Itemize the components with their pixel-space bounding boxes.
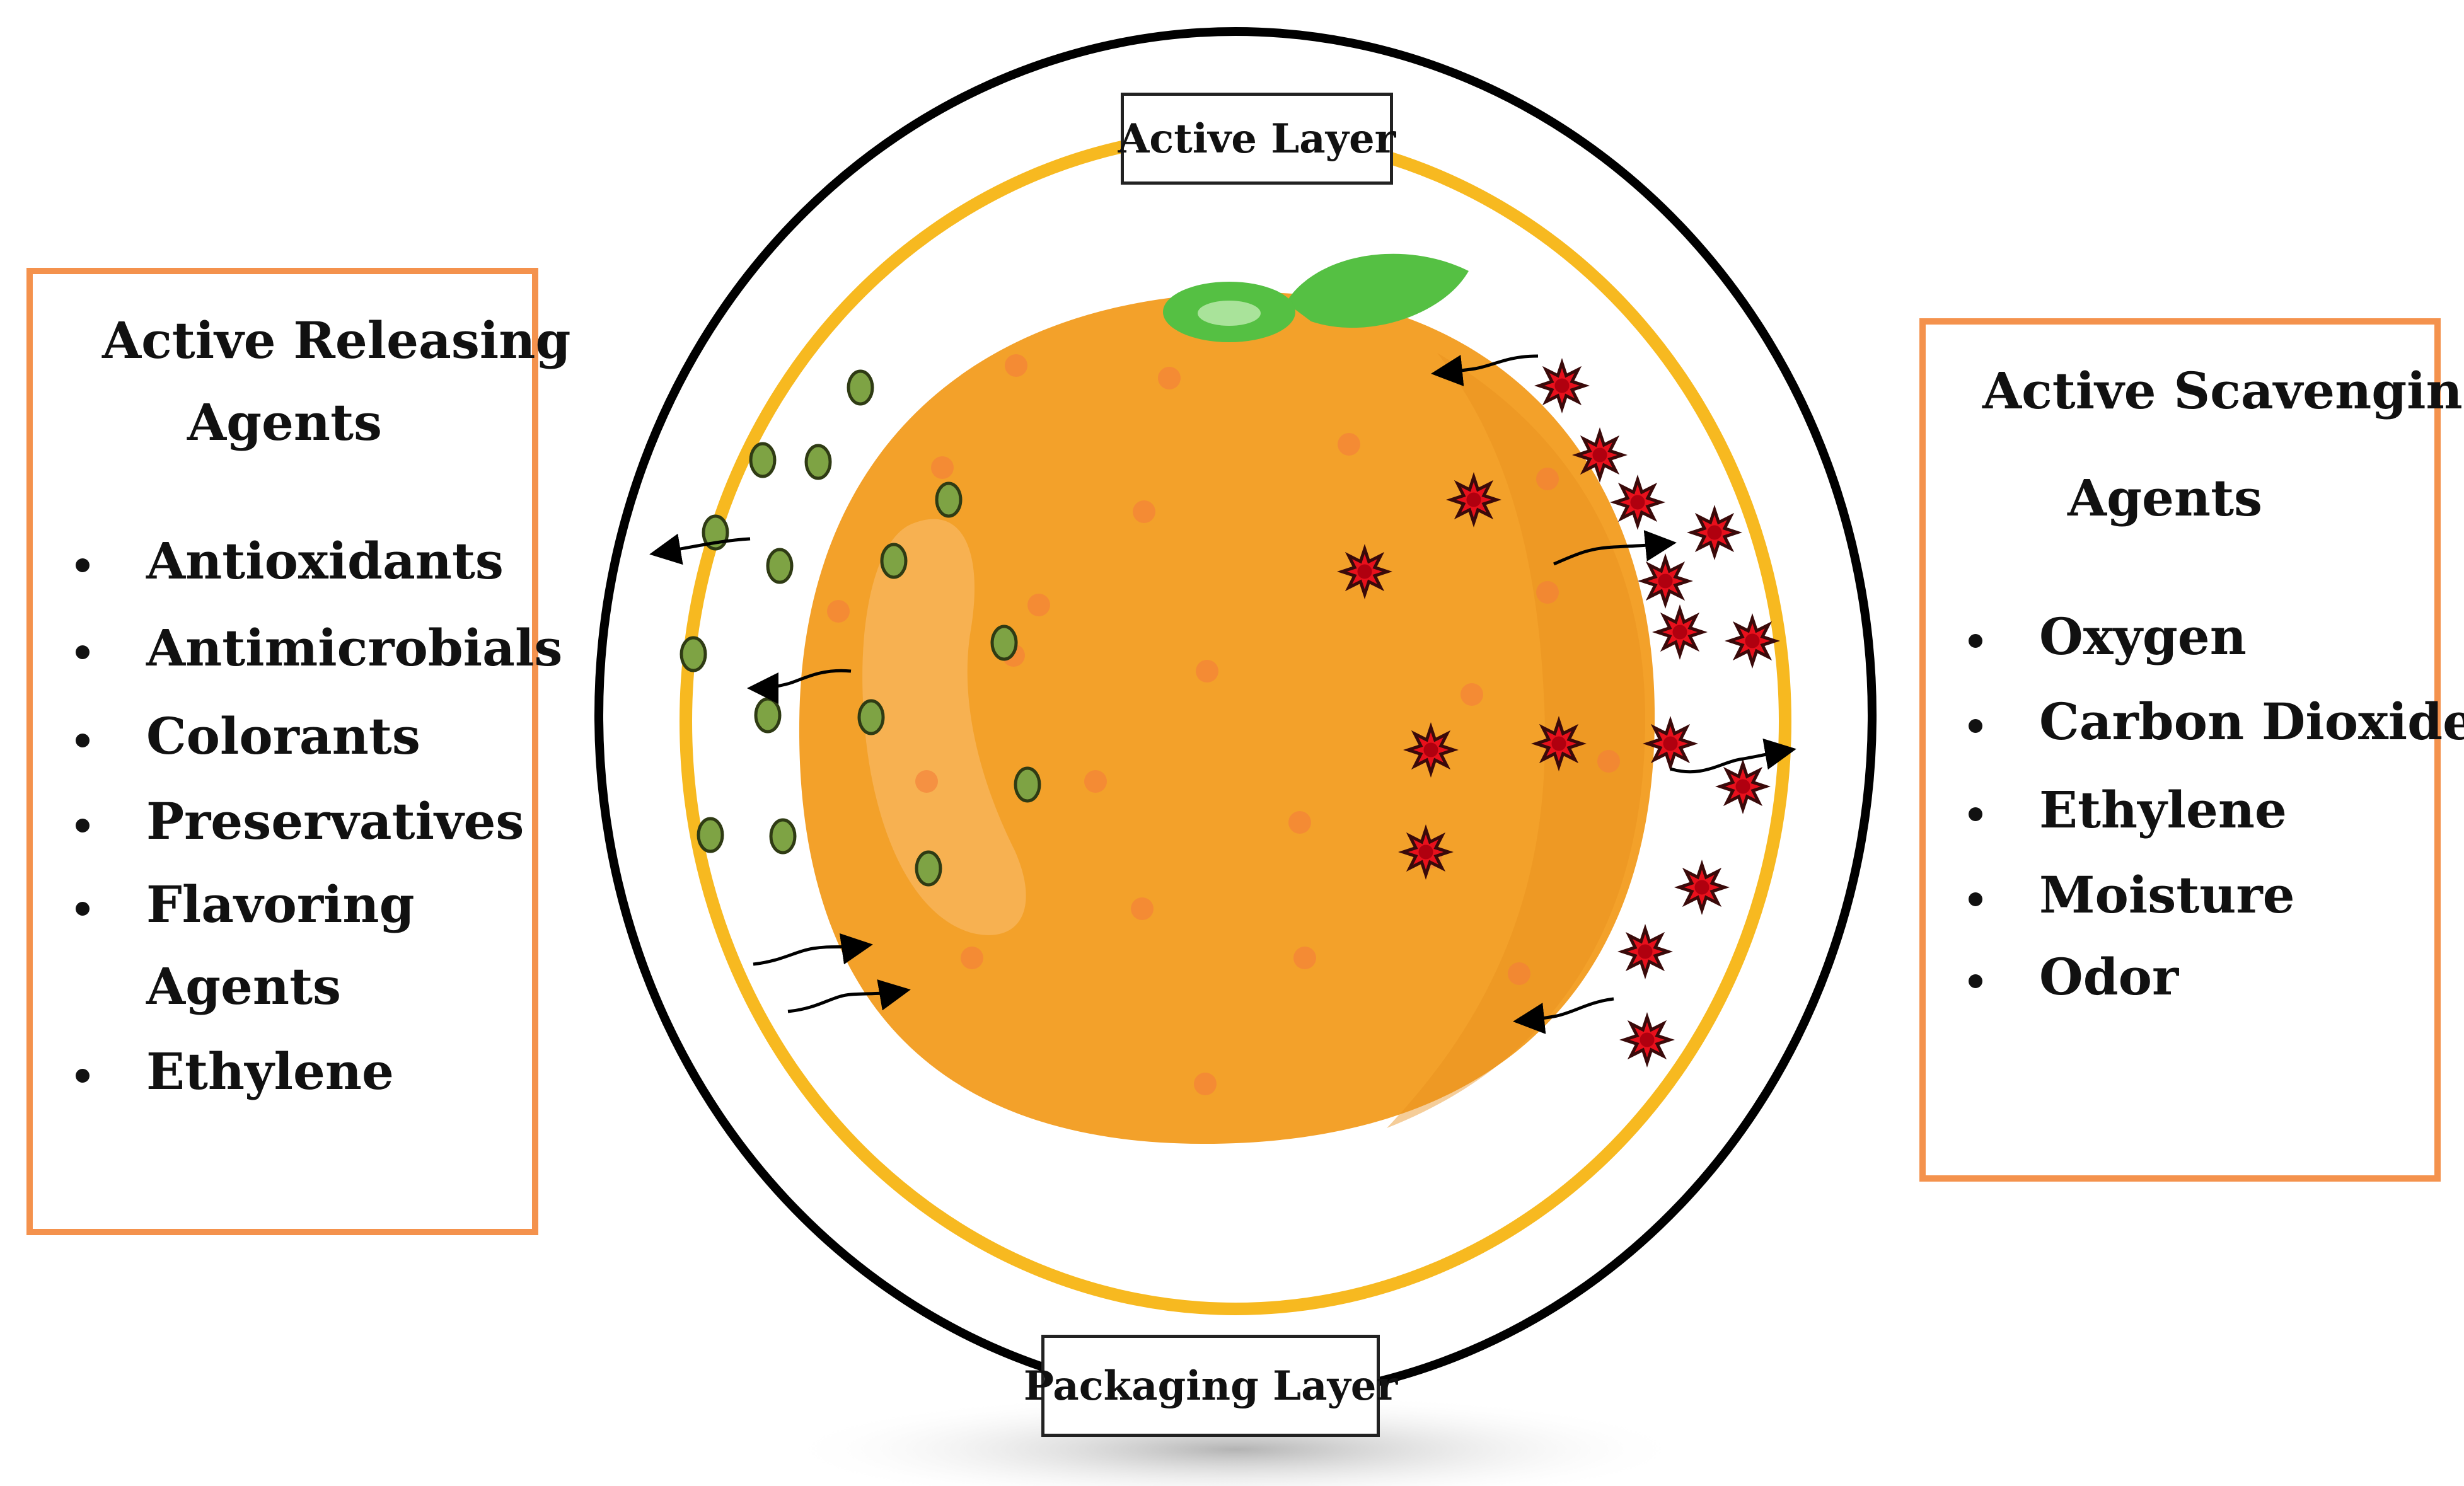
fruit-spot [1005,354,1027,377]
fruit-spot [961,947,983,969]
list-item: Preservatives [75,796,562,879]
scavenging-title-line1: Active Scavenging [1982,361,2464,420]
scavenging-agent-particle [1687,505,1742,560]
packaging-layer-label: Packaging Layer [1024,1335,1397,1437]
list-item: Odor [1968,952,2464,1015]
list-item: Flavoring [75,879,562,961]
scavenging-agent-particle [1725,613,1780,669]
releasing-agent-particle [935,481,963,518]
fruit-body [799,292,1655,1144]
releasing-agent-particle [915,850,942,887]
active-layer-label: Active Layer [1118,93,1396,185]
arrow-scavenge-3 [1670,738,1796,774]
fruit-spot [1508,962,1530,985]
scavenging-agent-particle [1638,553,1693,609]
fruit-spot [1131,897,1154,920]
fruit-spot [1084,770,1107,793]
arrow-release-1 [649,533,751,565]
list-item: Ethylene [75,1046,562,1109]
active-scavenging-agents-panel: Active Scavenging Agents Oxygen Carbon D… [1919,318,2464,1182]
scavenging-agent-particle [1652,604,1708,660]
list-item: Ethylene [1968,785,2464,870]
releasing-agent-particle [880,543,908,579]
scavenging-agent-particle [1572,427,1628,483]
list-item: Moisture [1968,870,2464,952]
releasing-agent-particle [766,548,794,584]
arrow-release-4 [787,979,911,1013]
scavenging-agent-particle [1617,924,1673,979]
releasing-title-line2: Agents [187,393,383,452]
fruit-spot [1288,811,1311,834]
arrow-scavenge-2 [1553,530,1677,566]
scavenging-agent-particle [1337,544,1392,599]
list-item-continuation: Agents [146,957,342,1016]
fruit-spot [931,456,954,479]
stem-base-highlight [1198,301,1261,326]
scavenging-agent-particle [1531,716,1587,771]
fruit-spot [1536,581,1559,604]
releasing-title-line1: Active Releasing [102,311,571,370]
fruit-spot [1338,433,1360,456]
list-item: Oxygen [1968,611,2464,696]
releasing-agent-particle [804,444,832,480]
ground-shadow [782,1393,1689,1486]
list-item: Antioxidants [75,536,562,623]
releasing-agent-particle [990,625,1018,661]
arrow-scavenge-1 [1431,354,1539,386]
releasing-agent-particle [749,442,777,478]
releasing-agent-particle [1014,766,1041,803]
list-item: Antimicrobials [75,623,562,711]
fruit-spot [915,770,938,793]
fruit-spot [1597,750,1620,773]
scavenging-agent-particle [1715,759,1771,814]
list-item: Carbon Dioxide [1968,696,2464,785]
releasing-agent-particle [847,369,874,406]
arrow-release-2 [747,669,852,704]
fruit-spot [1196,660,1218,683]
list-item: Colorants [75,711,562,796]
scavenging-agents-list: Oxygen Carbon Dioxide Ethylene Moisture … [1968,611,2464,1015]
scavenging-agent-particle [1403,722,1459,778]
fruit-spot [1536,468,1559,490]
fruit-spot [1194,1073,1217,1095]
active-releasing-agents-panel: Active Releasing Agents Antioxidants Ant… [26,268,570,1235]
scavenging-agent-particle [1534,358,1590,413]
migration-arrows [649,354,1796,1034]
scavenging-agent-particle [1643,716,1698,771]
releasing-agent-particle [857,699,885,735]
fruit-spot [1158,367,1181,389]
fruit-spot [827,600,850,623]
releasing-agents-list: Antioxidants Antimicrobials Colorants Pr… [75,536,562,1109]
scavenging-title-line2: Agents [2068,468,2263,527]
fruit-spot [1133,500,1155,523]
orange-fruit [799,253,1655,1144]
scavenging-agent-particle [1619,1012,1675,1068]
releasing-agent-particle [680,636,707,672]
fruit-spot [1293,947,1316,969]
releasing-agent-particle [754,697,782,734]
scavenging-agent-particle [1610,475,1665,530]
scavenging-agent-particle [1398,824,1454,880]
releasing-agent-particle [769,818,797,855]
releasing-agent-particle [697,817,724,853]
fruit-highlight [862,519,1026,935]
leaf [1286,253,1469,328]
fruit-spot [1460,683,1483,706]
scavenging-agent-particle [1674,860,1730,915]
scavenging-agent-particle [1446,472,1501,527]
scavenging-agent-particles [1337,358,1780,1068]
arrow-release-3 [753,933,873,966]
fruit-spot [1027,594,1050,616]
releasing-agent-particles [680,369,1041,887]
arrow-scavenge-4 [1513,997,1614,1034]
fruit-shade [1387,353,1645,1128]
